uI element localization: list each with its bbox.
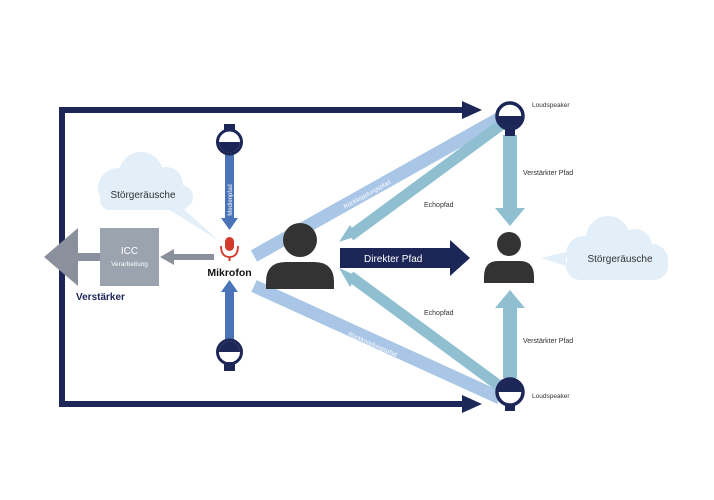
icc-to-amp-shaft	[78, 253, 100, 261]
icc-title: ICC	[121, 246, 138, 257]
mic-to-icc-shaft	[172, 254, 214, 260]
talker-person-icon	[266, 223, 334, 289]
microphone-stem	[228, 257, 231, 261]
amplifier-label: Verstärker	[76, 292, 125, 303]
media-path-bottom-arrow	[221, 280, 238, 292]
icc-processing: ICC Verarbeitung	[100, 228, 159, 286]
echo-path-bottom	[346, 271, 509, 395]
loudspeaker-top-label: Loudspeaker	[532, 102, 570, 109]
amplified-path-top-arrow	[495, 208, 525, 226]
bottom-loop-line	[59, 258, 470, 407]
loudspeaker-bottom-cone	[498, 380, 522, 392]
loudspeaker-top: Loudspeaker	[495, 101, 570, 136]
noise-cloud-right-shape	[566, 216, 668, 280]
icc-box	[100, 228, 159, 286]
top-loop-line	[59, 107, 470, 262]
media-path-top-arrow	[221, 218, 238, 230]
bottom-loop-arrowhead	[462, 395, 482, 413]
ceiling-speaker-bottom-mount	[224, 362, 235, 371]
talker-body	[266, 262, 334, 289]
echo-label-bottom: Echopfad	[424, 310, 454, 317]
noise-cloud-left: Störgeräusche	[98, 152, 218, 240]
noise-arrow-right	[541, 252, 566, 266]
direct-path-arrow	[340, 240, 470, 276]
echo-arrow-bottom	[339, 268, 357, 287]
talker-head	[283, 223, 317, 257]
top-loop-arrowhead	[462, 101, 482, 119]
loudspeaker-bottom-label: Loudspeaker	[532, 393, 570, 400]
loudspeaker-bottom: Loudspeaker	[495, 377, 570, 411]
microphone-head	[225, 237, 234, 251]
echo-label-top: Echopfad	[424, 202, 454, 209]
listener-person-icon	[484, 232, 534, 283]
amplified-paths: Verstärkter Pfad Verstärkter Pfad	[495, 135, 573, 378]
loudspeaker-top-cone	[498, 116, 522, 128]
microphone-icon	[220, 237, 239, 261]
noise-cloud-left-label: Störgeräusche	[110, 190, 175, 201]
amplifier-arrowhead	[44, 228, 78, 286]
amplified-label-top: Verstärkter Pfad	[523, 170, 573, 177]
loudspeaker-top-mount	[505, 129, 515, 136]
listener-head	[497, 232, 521, 256]
echo-paths: Echopfad Echopfad	[339, 117, 509, 395]
signal-arrows	[44, 228, 214, 286]
mic-to-icc-arrowhead	[160, 249, 174, 265]
noise-cloud-left-shape	[98, 152, 193, 210]
direct-path: Direkter Pfad	[340, 240, 470, 276]
listener-body	[484, 261, 534, 283]
ceiling-speaker-top-mount	[224, 124, 235, 132]
microphone-label: Mikrofon	[207, 267, 251, 279]
loudspeaker-bottom-mount	[505, 404, 515, 411]
amplified-path-bottom-shaft	[503, 306, 517, 378]
amplified-path-bottom-arrow	[495, 290, 525, 308]
noise-cloud-left-tail	[160, 204, 218, 240]
media-paths: Medienpfad	[221, 155, 238, 340]
media-path-top-shaft	[225, 155, 234, 219]
amplified-path-top-shaft	[503, 135, 517, 210]
ceiling-speaker-bottom	[216, 338, 243, 371]
media-path-bottom-shaft	[225, 290, 234, 340]
feedback-path-bottom	[251, 280, 503, 404]
direct-path-label: Direkter Pfad	[364, 254, 422, 265]
ceiling-speaker-top	[216, 124, 243, 156]
outer-amplified-loop	[59, 101, 482, 413]
noise-cloud-right: Störgeräusche	[541, 216, 668, 280]
echo-path-top	[346, 117, 509, 241]
ceiling-speaker-bottom-cone	[219, 341, 240, 352]
ceiling-speaker-top-cone	[219, 142, 240, 153]
echo-arrow-top	[339, 225, 357, 242]
icc-subtitle: Verarbeitung	[111, 261, 148, 268]
noise-cloud-right-label: Störgeräusche	[587, 254, 652, 265]
media-path-label: Medienpfad	[228, 184, 234, 215]
amplified-label-bottom: Verstärkter Pfad	[523, 338, 573, 345]
